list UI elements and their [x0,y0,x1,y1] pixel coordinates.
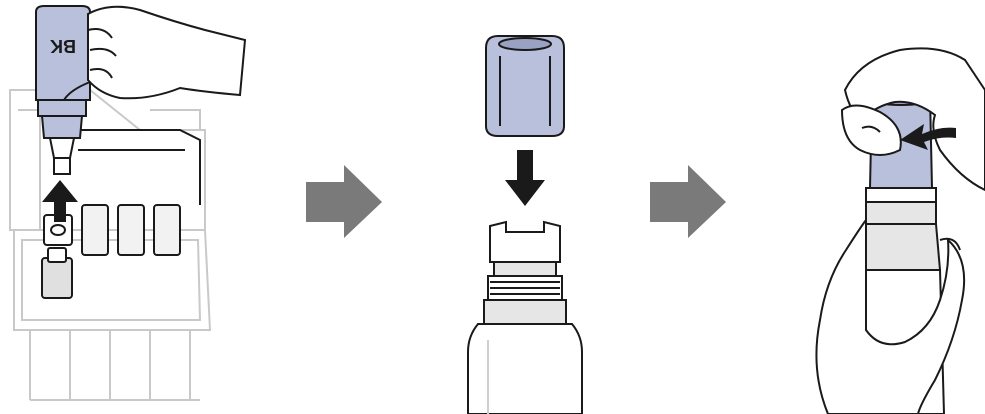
bottle-body [467,323,583,414]
down-arrow-icon [505,150,545,206]
step-2-panel [467,35,583,414]
ink-port-plug [41,247,73,299]
right-flow-arrow-icon [306,165,382,238]
up-arrow-icon [42,180,78,222]
rotate-arrow-icon [900,124,956,150]
ink-reservoir-bays [43,204,181,256]
step-3-panel [815,47,985,414]
ink-bottle: BK [35,5,91,175]
fingers-twisting-cap [840,47,985,192]
right-flow-arrow-icon [650,165,726,238]
hand-gripping-bottle [815,216,966,414]
bottle-nozzle [483,220,567,325]
bottle-cap [485,35,565,137]
step-1-panel: BK [9,5,247,401]
bottle-color-label: BK [50,36,76,56]
hand-holding-bottle [63,5,247,101]
tank-lid-outline [60,129,201,205]
